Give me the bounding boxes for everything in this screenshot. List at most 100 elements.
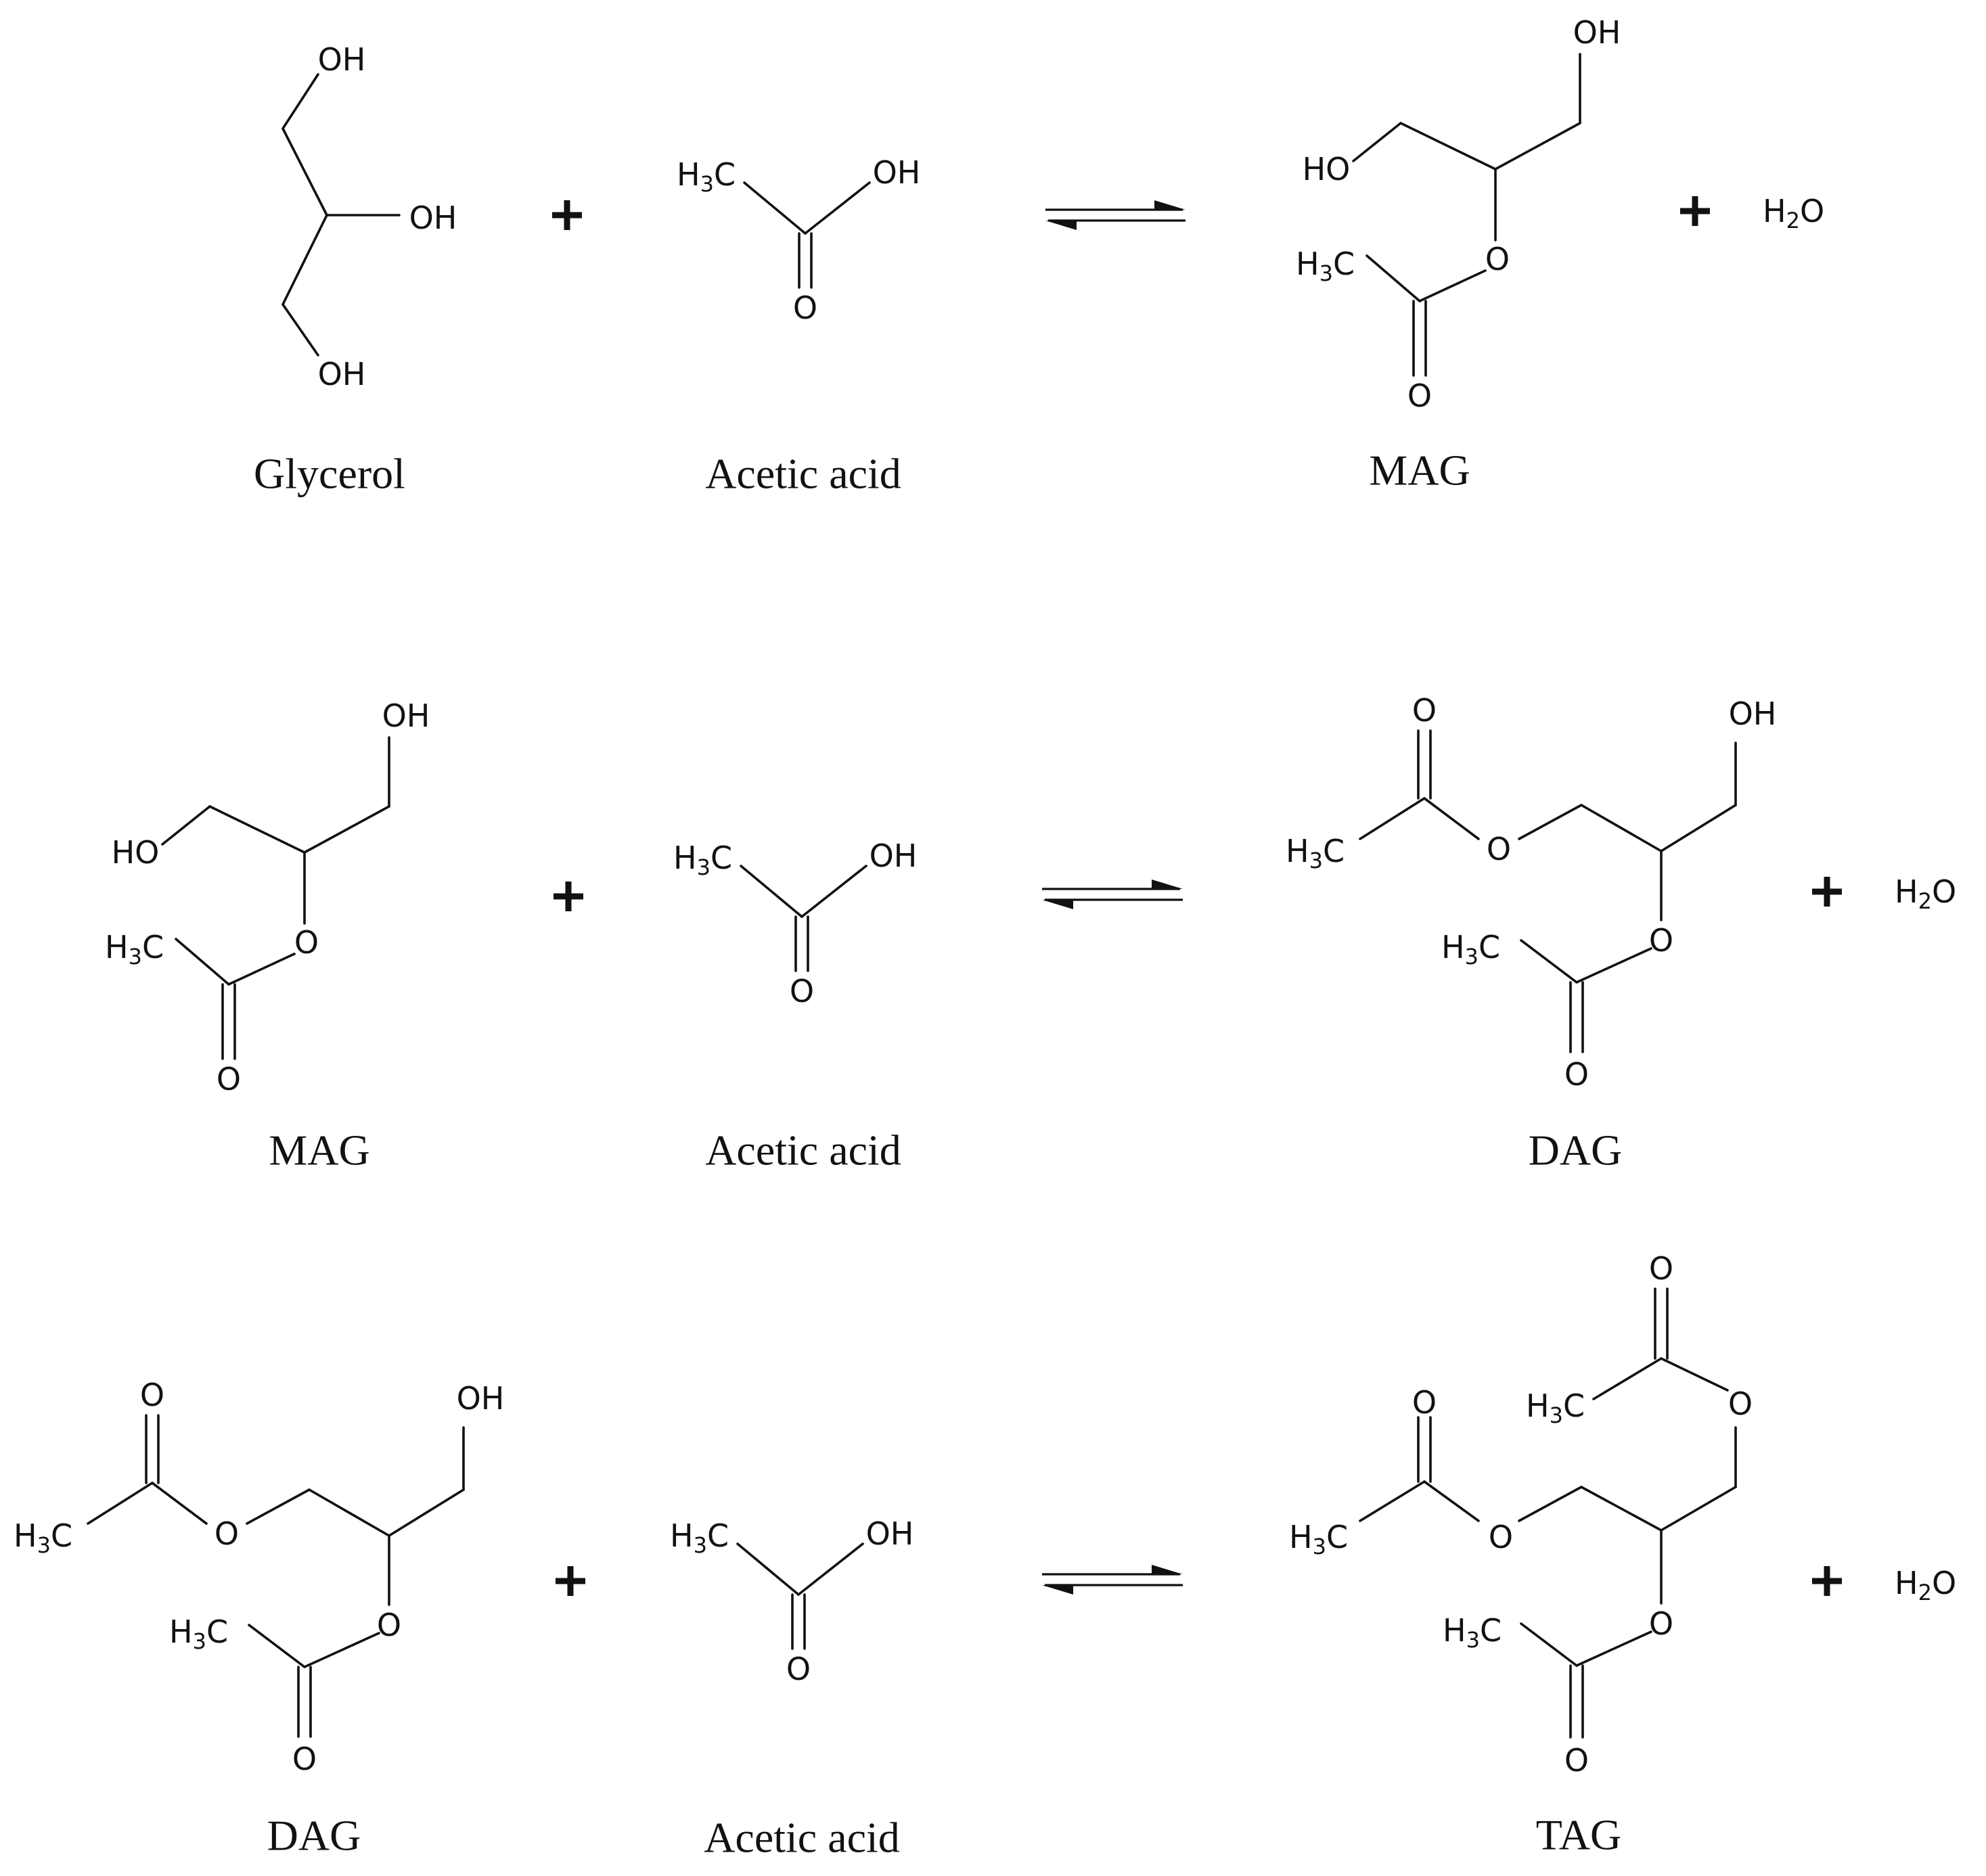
bond: [1592, 1357, 1663, 1400]
ester-oxygen: O: [1649, 1605, 1673, 1642]
bond: [1423, 1480, 1480, 1522]
bond: [303, 1632, 380, 1668]
bond: [281, 214, 328, 306]
plus-sign: [1680, 196, 1710, 226]
methyl-label: H3C: [1286, 833, 1345, 873]
hydroxyl-label: OH: [318, 41, 366, 78]
hydroxyl-label: OH: [457, 1380, 505, 1417]
ester-oxygen: O: [215, 1515, 239, 1552]
ester-oxygen: O: [1485, 241, 1510, 277]
water-label: H2O: [1895, 1565, 1956, 1605]
methyl-label: H3C: [14, 1517, 72, 1558]
methyl-label: H3C: [1289, 1519, 1348, 1559]
equilibrium-arrow: [1042, 1565, 1183, 1595]
ester-oxygen: O: [377, 1607, 401, 1643]
carbonyl-oxygen: O: [1412, 692, 1437, 729]
bond: [1660, 804, 1737, 852]
bond: [1366, 254, 1421, 302]
compound-name: Glycerol: [254, 450, 405, 498]
ester-oxygen: O: [1649, 922, 1673, 959]
methyl-label: H3C: [673, 840, 732, 880]
hydroxyl-label: HO: [112, 834, 160, 871]
hydroxyl-label: OH: [409, 200, 457, 236]
plus-sign: [554, 882, 583, 911]
ester-oxygen: O: [1487, 831, 1511, 867]
bond: [246, 1488, 311, 1525]
bond: [161, 805, 211, 846]
bond: [303, 805, 390, 854]
bond: [1660, 1486, 1737, 1532]
forward-arrowhead: [1152, 879, 1183, 889]
acetic-acid-structure: H3C OH O: [677, 154, 920, 326]
acetic-acid-structure: H3C OH O: [673, 838, 917, 1009]
bond: [1518, 1486, 1583, 1522]
bond: [388, 1488, 465, 1537]
bond: [797, 1542, 864, 1596]
plus-sign: [556, 1566, 585, 1596]
ester-oxygen: O: [294, 924, 319, 961]
reverse-arrowhead: [1042, 1585, 1073, 1595]
bond: [1520, 939, 1578, 984]
carbonyl-oxygen: O: [1412, 1384, 1437, 1421]
bond: [1575, 1630, 1652, 1667]
bond: [1352, 122, 1402, 162]
plus-sign: [552, 200, 582, 230]
carbonyl-oxygen: O: [292, 1741, 317, 1777]
bond: [736, 1542, 800, 1596]
hydroxyl-label: OH: [870, 838, 918, 874]
methyl-label: H3C: [677, 156, 736, 197]
bond: [248, 1624, 306, 1668]
bond: [804, 181, 871, 235]
compound-name: Acetic acid: [705, 450, 901, 498]
bond: [281, 303, 319, 357]
plus-sign: [1812, 1566, 1842, 1596]
bond: [1518, 804, 1583, 840]
methyl-label: H3C: [1443, 1612, 1502, 1653]
carbonyl-oxygen: O: [790, 973, 814, 1009]
compound-name: MAG: [269, 1126, 369, 1174]
hydroxyl-label: OH: [873, 154, 921, 191]
hydroxyl-label: OH: [1729, 695, 1777, 732]
carbonyl-oxygen: O: [140, 1377, 164, 1413]
bond: [1494, 122, 1581, 170]
plus-sign: [1812, 877, 1842, 907]
hydroxyl-label: HO: [1303, 151, 1351, 187]
methyl-label: H3C: [105, 929, 164, 969]
bond: [281, 73, 319, 130]
bond: [208, 805, 306, 854]
forward-arrowhead: [1152, 1565, 1183, 1574]
bond: [1399, 122, 1497, 170]
bond: [1660, 1357, 1729, 1392]
compound-name: DAG: [267, 1812, 361, 1860]
bond: [281, 127, 328, 216]
bond: [1423, 797, 1480, 840]
hydroxyl-label: OH: [1573, 14, 1621, 51]
hydroxyl-label: OH: [866, 1515, 914, 1552]
bond: [740, 865, 803, 918]
carbonyl-oxygen: O: [793, 290, 817, 326]
compound-name: DAG: [1529, 1126, 1623, 1174]
bond: [1418, 269, 1487, 302]
water-label: H2O: [1763, 193, 1824, 233]
bond: [1575, 947, 1652, 984]
bond: [1359, 797, 1426, 840]
hydroxyl-label: OH: [382, 697, 430, 734]
bond: [1520, 1622, 1578, 1667]
methyl-label: H3C: [1296, 246, 1355, 286]
carbonyl-oxygen: O: [1564, 1742, 1589, 1779]
ester-oxygen: O: [1489, 1519, 1513, 1555]
bond: [175, 938, 230, 986]
bond: [308, 1488, 390, 1537]
glycerol-structure: OH OH OH: [281, 41, 457, 392]
methyl-label: H3C: [670, 1517, 729, 1558]
bond: [227, 953, 296, 986]
carbonyl-oxygen: O: [1649, 1250, 1673, 1287]
compound-name: Acetic acid: [704, 1814, 900, 1862]
compound-name: MAG: [1369, 447, 1470, 495]
hydroxyl-label: OH: [318, 356, 366, 392]
